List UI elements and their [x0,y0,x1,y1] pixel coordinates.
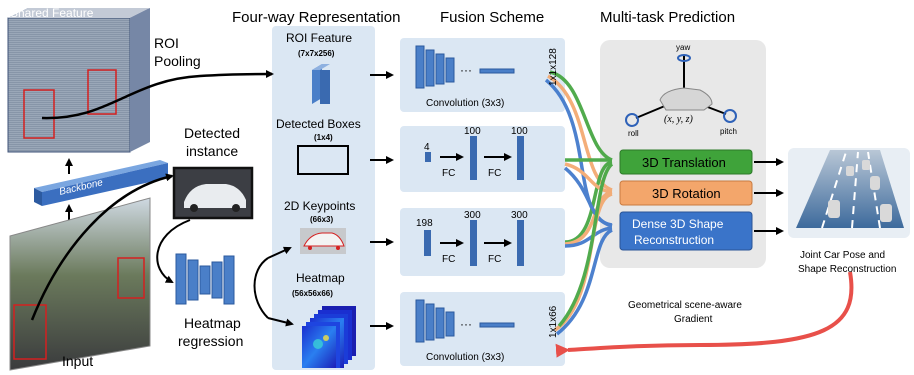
header-prediction: Multi-task Prediction [600,9,735,26]
heatmap-regression-network [175,253,235,305]
box-fc-2: FC [488,168,501,179]
gradient-feedback-arrow [555,271,854,358]
heatmap-label: Heatmap [296,271,345,285]
roll-label: roll [628,129,639,138]
roi-conv-dim: 1x1x128 [548,48,559,86]
header-representation: Four-way Representation [232,9,400,26]
detected-boxes-label: Detected Boxes [276,117,361,131]
heatmap-regression-label-1: Heatmap [184,315,241,331]
detected-instance-image [172,166,254,220]
fusion-box-panel [400,126,565,192]
box-mid-dim: 100 [464,126,481,137]
regression-to-heatmap-arrow [267,317,294,327]
box-fc-net [425,136,524,180]
input-image [9,197,151,371]
backbone-block [34,160,168,206]
pose-axes [625,54,737,127]
keypoints-label: 2D Keypoints [284,199,355,213]
roi-feature-label: ROI Feature [286,31,352,45]
kp-out-dim: 300 [511,210,528,221]
roi-pooling-arrow [41,70,274,120]
gradient-label-2: Gradient [674,314,713,325]
detected-instance-label-2: instance [186,143,238,159]
box-fc-1: FC [442,168,455,179]
heatmap-conv-dots: ··· [460,317,472,331]
joint-label-2: Shape Reconstruction [798,264,896,275]
shape-label-2: Reconstruction [634,233,714,247]
heatmap-regression-label-2: regression [178,333,243,349]
heatmap-dim: (56x56x66) [292,289,333,298]
yaw-label: yaw [676,43,690,52]
detected-boxes-dim: (1x4) [314,133,333,142]
header-fusion: Fusion Scheme [440,9,544,26]
roi-feature-cube [312,64,330,104]
roi-conv-dots: ··· [460,63,472,77]
shared-feature-map [7,8,150,153]
keypoint-fc-net [424,220,524,266]
regression-to-keypoints-arrow [267,246,292,259]
box-in-dim: 4 [424,142,430,153]
gradient-label-1: Geometrical scene-aware [628,300,742,311]
regression-curve-to-keypoints [253,257,269,319]
box-out-dim: 100 [511,126,528,137]
kp-in-dim: 198 [416,218,433,229]
representation-panel [272,26,375,370]
shape-box [619,211,753,251]
joint-label-1: Joint Car Pose and [800,250,885,261]
heatmap-stack [302,306,356,368]
output-scene [796,150,904,229]
kp-mid-dim: 300 [464,210,481,221]
translation-box [619,149,753,175]
keypoints-dim: (66x3) [310,215,333,224]
roi-feature-dim: (7x7x256) [298,49,335,58]
heatmap-conv-net [415,299,515,343]
rotation-label: 3D Rotation [652,186,721,201]
pitch-label: pitch [720,127,737,136]
keypoints-image [300,228,346,254]
roi-conv-label: Convolution (3x3) [426,98,504,109]
kp-fc-2: FC [488,254,501,265]
detected-box-shape [297,145,349,175]
xyz-label: (x, y, z) [664,114,694,125]
input-label: Input [62,353,93,369]
roi-pooling-label-1: ROI [154,35,179,51]
detected-instance-label-1: Detected [184,125,240,141]
roi-pooling-label-2: Pooling [154,53,201,69]
roi-conv-net [415,45,515,89]
shared-feature-label: Shared Feature [10,6,94,20]
instance-to-regression-arrow [156,219,191,283]
input-to-instance-arrow [30,173,174,321]
heatmap-conv-label: Convolution (3x3) [426,352,504,363]
fusion-connections [544,70,614,336]
heatmap-conv-dim: 1x1x66 [548,305,559,338]
translation-label: 3D Translation [642,155,726,170]
kp-fc-1: FC [442,254,455,265]
shape-label-1: Dense 3D Shape [632,217,724,231]
rotation-box [619,180,753,206]
